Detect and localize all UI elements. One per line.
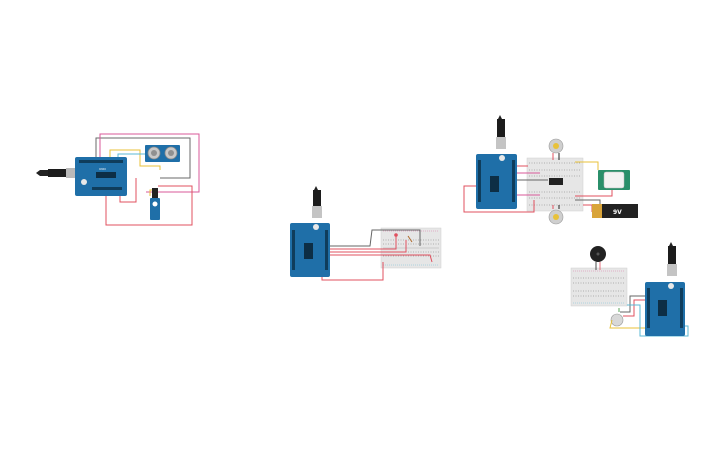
wire-cyan[interactable] <box>117 153 146 158</box>
battery-label: 9V <box>613 209 622 216</box>
wire-gray[interactable] <box>620 295 645 313</box>
piezo-buzzer[interactable] <box>590 246 606 270</box>
wire-yellow[interactable] <box>109 149 161 170</box>
circuit-ultrasonic-servo[interactable]: UNO <box>36 133 200 226</box>
wire-yellow[interactable] <box>575 161 599 170</box>
pir-sensor[interactable] <box>598 170 630 190</box>
wire-red[interactable] <box>583 204 593 212</box>
potentiometer[interactable] <box>610 313 624 327</box>
wire-red[interactable] <box>321 262 384 281</box>
servo-motor[interactable] <box>150 188 160 220</box>
svg-text:UNO: UNO <box>99 167 106 171</box>
circuit-buzzer[interactable] <box>570 242 689 337</box>
ultrasonic-sensor[interactable] <box>145 145 180 162</box>
arduino-uno[interactable]: UNO <box>75 157 127 196</box>
usb-cable[interactable] <box>667 242 677 276</box>
led[interactable] <box>394 233 413 243</box>
arduino-uno[interactable] <box>645 282 685 336</box>
arduino-uno[interactable] <box>476 154 517 209</box>
wire-gray[interactable] <box>95 137 191 179</box>
circuit-breadboard-led[interactable] <box>290 186 442 281</box>
dc-motor[interactable] <box>548 138 564 160</box>
wire-red[interactable] <box>330 240 407 253</box>
wire-red[interactable] <box>463 185 535 213</box>
breadboard[interactable] <box>380 227 442 269</box>
wire-red[interactable] <box>623 299 645 317</box>
usb-cable[interactable] <box>36 168 76 178</box>
wire-red[interactable] <box>330 236 397 250</box>
dc-motor[interactable] <box>548 205 564 225</box>
breadboard[interactable] <box>570 267 628 307</box>
wire-gray[interactable] <box>330 229 421 247</box>
wire-red[interactable] <box>119 178 137 203</box>
wire-pink[interactable] <box>99 133 200 193</box>
circuit-motor-driver[interactable]: 9V <box>463 115 638 225</box>
wire-red[interactable] <box>330 254 433 263</box>
breadboard[interactable] <box>526 157 584 212</box>
usb-cable[interactable] <box>312 186 322 218</box>
battery-9v[interactable]: 9V <box>592 204 638 218</box>
arduino-uno[interactable] <box>290 223 330 277</box>
wire-red[interactable] <box>575 190 613 197</box>
wire-red[interactable] <box>105 185 193 226</box>
usb-cable[interactable] <box>496 115 506 149</box>
